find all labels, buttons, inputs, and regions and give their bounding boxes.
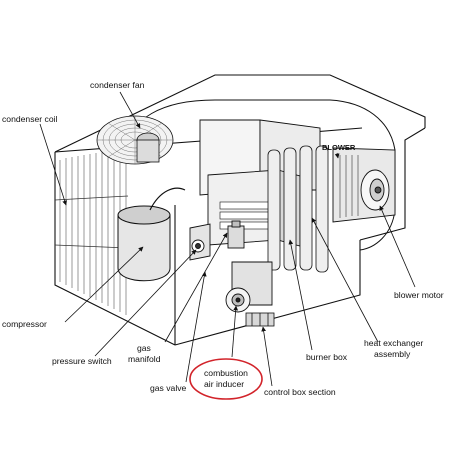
label-control-box: control box section [264,387,336,397]
label-heat-exchanger-2: assembly [374,349,411,359]
condenser-fan [96,115,174,165]
highlight-circle [189,358,263,400]
label-pressure-switch: pressure switch [52,356,112,366]
compressor [117,187,186,282]
label-heat-exchanger-1: heat exchanger [364,338,423,348]
label-blower-motor: blower motor [394,290,444,300]
label-combustion-1: combustion [204,368,248,378]
control-box [245,312,275,327]
label-compressor: compressor [2,319,47,329]
label-gas-valve: gas valve [150,383,187,393]
heat-exchanger [267,145,329,273]
label-burner-box: burner box [306,352,348,362]
combustion-air-inducer [225,261,273,313]
label-combustion-2: air inducer [204,379,244,389]
label-condenser-coil: condenser coil [2,114,58,124]
blower [332,147,396,223]
leader-lines [39,91,416,387]
cutaway-outline [127,99,396,251]
label-gas-manifold-1: gas [137,343,151,353]
label-blower: BLOWER [322,143,356,152]
labels: condenser fan condenser coil BLOWER comp… [2,80,444,397]
label-gas-manifold-2: manifold [128,354,161,364]
label-condenser-fan: condenser fan [90,80,145,90]
